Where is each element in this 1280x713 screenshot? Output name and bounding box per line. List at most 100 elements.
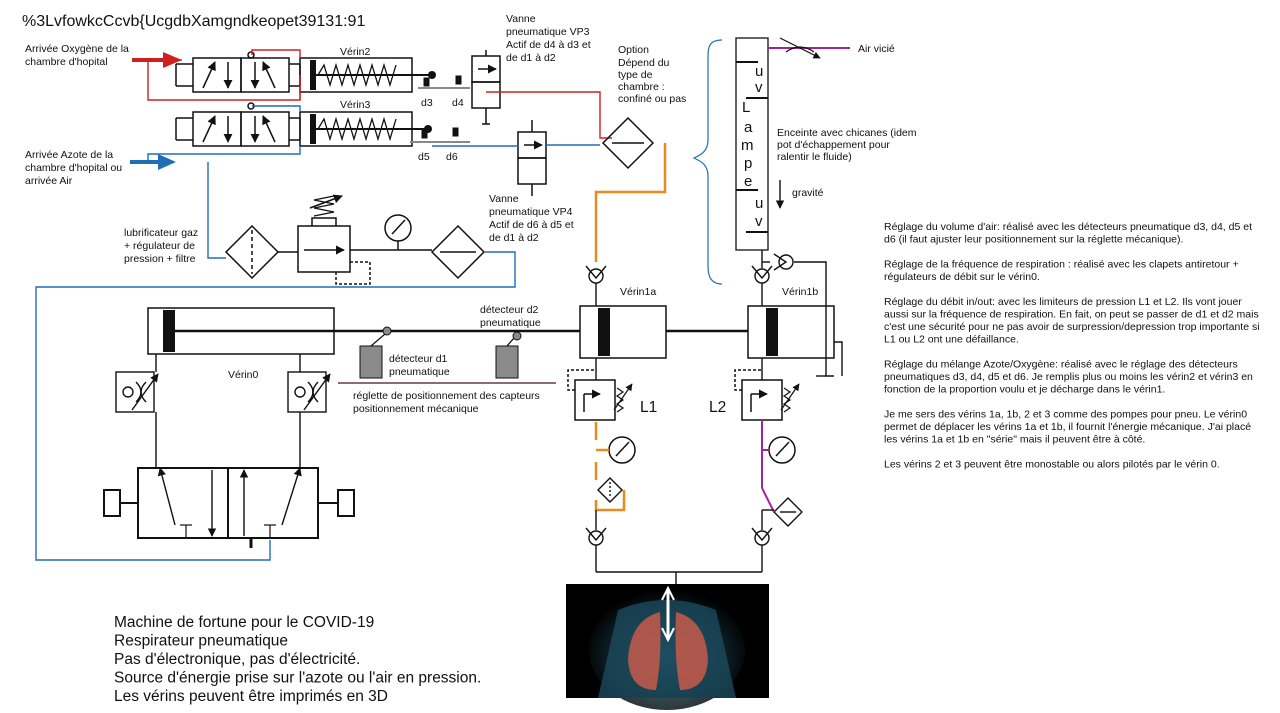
detector-d2-icon	[495, 331, 522, 379]
detector-d3-d4	[418, 75, 470, 89]
caption-line: Source d'énergie prise sur l'azote ou l'…	[114, 670, 481, 687]
lubri-label-line1: lubrificateur gaz	[124, 227, 198, 239]
detector-d1-label-line2: pneumatique	[389, 366, 450, 378]
note-line: régulateurs de débit sur le vérin0.	[884, 271, 1040, 283]
detector-d3-label: d3	[421, 97, 433, 109]
verin0-cylinder	[147, 307, 580, 355]
main-directional-valve	[103, 467, 355, 548]
lampe-p: p	[744, 155, 752, 172]
detector-d4-label: d4	[452, 97, 464, 109]
lampe-u1: u	[755, 63, 763, 80]
valve-vp4	[517, 120, 547, 196]
note-line: Je me sers des vérins 1a, 1b, 2 et 3 com…	[884, 409, 1247, 421]
oxygen-inlet-label-line1: Arrivée Oxygène de la	[25, 43, 129, 55]
lubricator-icon	[224, 224, 298, 280]
azote-pipe	[35, 105, 600, 561]
option-filter-icon	[601, 116, 655, 170]
enceinte-label-line1: Enceinte avec chicanes (idem	[777, 127, 917, 139]
lampe-v2: v	[755, 213, 763, 230]
detector-d6-label: d6	[446, 151, 458, 163]
verin3-cylinder	[299, 111, 432, 147]
note-line: fonction de la proportion voulu et je dé…	[884, 384, 1165, 396]
vp3-label-line2: pneumatique VP3	[506, 26, 590, 38]
air-vicie-label: Air vicié	[858, 43, 895, 55]
filter-l1-icon	[597, 477, 623, 503]
azote-inlet-label-line2: chambre d'hopital ou	[25, 162, 122, 174]
filter-icon	[430, 224, 486, 280]
lampe-enclosure	[735, 37, 850, 251]
note-line: permet de déplacer les vérins 1a et 1b, …	[884, 421, 1251, 433]
lubri-label-line3: pression + filtre	[124, 253, 196, 265]
detector-d2-label-line1: détecteur d2	[480, 304, 539, 316]
notes-block: Réglage du volume d'air: réalisé avec le…	[884, 221, 1260, 471]
pressure-limiter-l2	[734, 369, 800, 421]
page-title: %3LvfowkcCcvb{UcgdbXamgndkeopet39131:91	[22, 13, 365, 30]
lampe-e: e	[744, 173, 752, 190]
purple-pipe	[761, 420, 775, 513]
note-line: Réglage du mélange Azote/Oxygène: réalis…	[884, 359, 1238, 371]
pressure-gauge-icon	[384, 214, 412, 250]
lampe-v1: v	[755, 79, 763, 96]
azote-inlet-label-line1: Arrivée Azote de la	[25, 149, 113, 161]
outlet-check-valves	[585, 509, 774, 590]
caption-line: Les vérins peuvent être imprimés en 3D	[114, 688, 388, 705]
vp4-label-line4: de d1 à d2	[489, 232, 539, 244]
azote-inlet-label-line3: arrivée Air	[25, 175, 73, 187]
option-label-line5: confiné ou pas	[618, 93, 686, 105]
directional-valve-verin2	[175, 51, 301, 93]
note-line: Les vérins 2 et 3 peuvent être monostabl…	[884, 459, 1220, 471]
option-label-line4: chambre :	[618, 81, 665, 93]
enceinte-label-line2: pot d'échappement pour	[777, 139, 890, 151]
verin1a-label: Vérin1a	[620, 286, 656, 298]
detector-d1-label-line1: détecteur d1	[389, 353, 448, 365]
note-line: L1 ou L2 ont une défaillance.	[884, 334, 1019, 346]
enceinte-label-line3: ralentir le fluide)	[777, 151, 852, 163]
note-line: Réglage du débit in/out: avec les limite…	[884, 296, 1242, 308]
vp4-label-line2: pneumatique VP4	[489, 206, 573, 218]
filter-l2-icon	[773, 497, 803, 527]
caption-line: Respirateur pneumatique	[114, 633, 288, 650]
orange-pipe	[594, 143, 667, 512]
gravite-label: gravité	[792, 187, 824, 199]
verin0-right-check-throttle-icon	[287, 354, 331, 468]
detector-d2-label-line2: pneumatique	[480, 317, 541, 329]
verin1a-cylinder	[579, 296, 748, 380]
note-line: les vérins 1a et 1b en "série" mais il p…	[884, 434, 1145, 446]
detector-d1-icon	[359, 326, 392, 379]
gauge-l1-icon	[596, 436, 636, 464]
verin1b-cylinder	[747, 296, 835, 380]
reglette-label-line2: positionnement mécanique	[353, 403, 479, 415]
note-line: pneumatiques d3, d4, d5 et d6. Je rempli…	[884, 371, 1253, 383]
directional-valve-verin3	[175, 102, 301, 147]
note-line: c'est une sécurité pour ne pas avoir de …	[884, 321, 1260, 333]
note-line: d6 (il faut ajuster leur positionnement …	[884, 234, 1183, 246]
pressure-regulator-icon	[297, 194, 432, 285]
lubri-label-line2: + régulateur de	[124, 240, 195, 252]
vp4-label-line1: Vanne	[489, 193, 519, 205]
lampe-a: a	[744, 119, 753, 136]
verin0-left-check-throttle-icon	[115, 354, 159, 468]
vp3-label-line1: Vanne	[506, 13, 536, 25]
note-line: aussi sur la fréquence de respiration. E…	[884, 309, 1259, 321]
gauge-l2-icon	[762, 436, 796, 464]
verin2-label: Vérin2	[340, 46, 371, 58]
caption-block: Machine de fortune pour le COVID-19Respi…	[114, 614, 481, 705]
caption-line: Machine de fortune pour le COVID-19	[114, 614, 374, 631]
oxygen-inlet-arrow	[132, 52, 182, 68]
vp3-label-line3: Actif de d4 à d3 et	[506, 39, 591, 51]
verin1b-label: Vérin1b	[782, 286, 818, 298]
option-label-line3: type de	[618, 69, 653, 81]
vp3-label-line4: de d1 à d2	[506, 52, 556, 64]
verin1b-return-line	[834, 341, 843, 376]
oxygen-branch	[251, 49, 301, 58]
check-valve-icon	[585, 250, 834, 377]
lampe-L: L	[742, 99, 750, 116]
note-line: Réglage de la fréquence de respiration :…	[884, 259, 1239, 271]
option-brace	[692, 39, 723, 285]
note-line: Réglage du volume d'air: réalisé avec le…	[884, 221, 1252, 233]
pressure-limiter-l1	[567, 369, 633, 421]
azote-inlet-arrow	[130, 154, 176, 170]
lampe-m: m	[741, 137, 754, 154]
valve-vp3	[471, 50, 501, 125]
